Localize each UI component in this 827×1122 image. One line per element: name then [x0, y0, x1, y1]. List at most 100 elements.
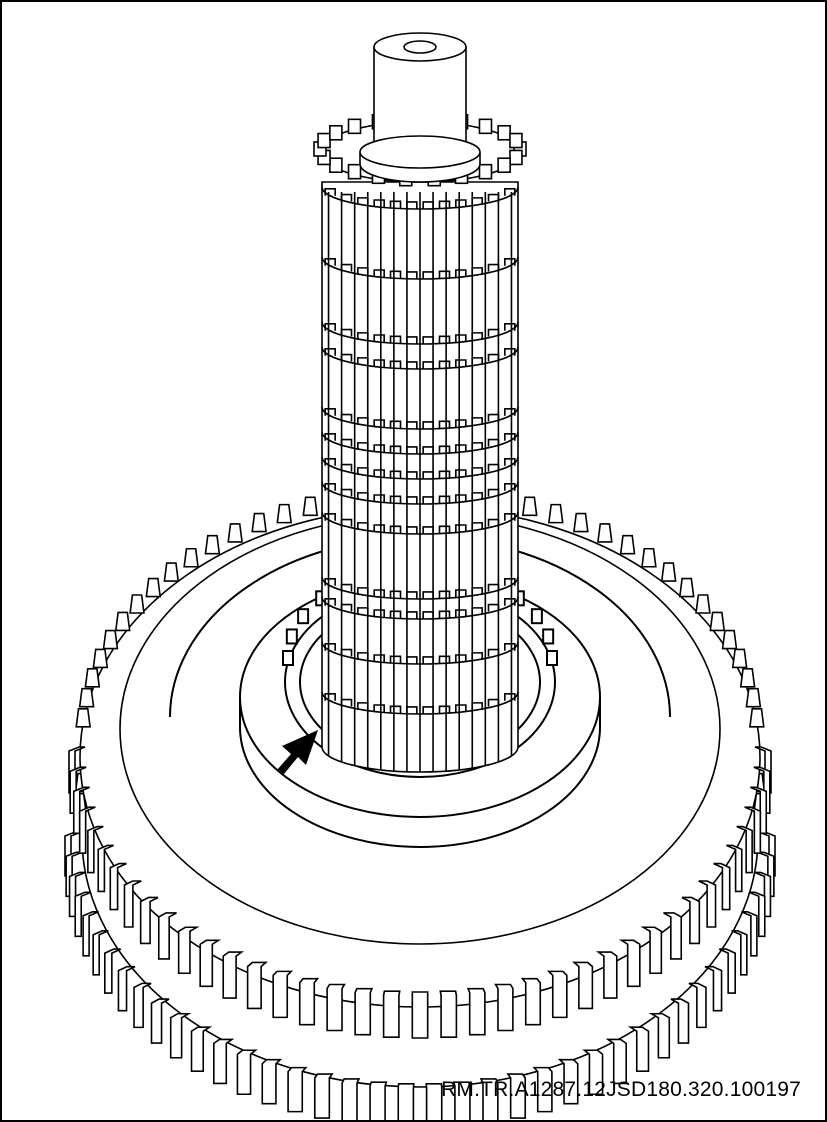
shaft-spline-notch	[406, 706, 418, 714]
gear-tooth	[341, 1078, 361, 1120]
shaft-spline-notch	[389, 445, 402, 454]
shaft-spline-notch	[422, 471, 434, 479]
shaft-spline-notch	[455, 704, 467, 712]
shaft-spline-notch	[324, 482, 336, 491]
shaft-spline-notch	[422, 611, 434, 619]
shaft-spline-notch	[471, 492, 483, 500]
gear-tooth	[397, 1082, 415, 1120]
shaft-spline-notch	[504, 642, 516, 651]
gear-tooth	[754, 871, 772, 918]
gear-tooth	[261, 1058, 283, 1105]
gear-tooth	[157, 912, 177, 960]
shaft-spline-notch	[471, 417, 483, 425]
shaft-spline-notch	[471, 467, 483, 475]
shaft-spline-notch	[373, 589, 385, 597]
gear-tooth	[681, 896, 701, 945]
shaft-spline-notch	[471, 442, 483, 450]
shaft-spline-band	[321, 321, 519, 345]
shaft-spline-notch	[324, 187, 336, 196]
shaft-spline-notch	[340, 353, 353, 362]
shaft-spline-notch	[373, 419, 385, 427]
gear-tooth	[287, 1066, 308, 1113]
shaft-spline-notch	[340, 263, 353, 272]
shaft-spline-notch	[389, 610, 402, 619]
shaft-spline-notch	[357, 607, 369, 615]
gear-tooth	[605, 1038, 627, 1085]
shaft-spline-notch	[406, 201, 418, 209]
shaft-spline-notch	[406, 361, 418, 369]
hub-spline-tooth	[542, 628, 555, 645]
gear-tooth	[678, 577, 695, 598]
arrow-pointer-icon	[277, 730, 318, 774]
gear-tooth	[494, 983, 514, 1032]
gear-tooth	[199, 939, 222, 988]
shaft-spline-notch	[438, 590, 451, 599]
top-gear-tooth	[478, 163, 493, 180]
shaft-spline-notch	[504, 322, 516, 331]
shaft-spline-notch	[455, 359, 467, 367]
gear-tooth	[425, 1082, 443, 1120]
shaft-spline-notch	[471, 607, 483, 615]
shaft-spline-notch	[324, 512, 336, 521]
shaft-spline-notch	[455, 654, 467, 662]
gear-tooth	[713, 862, 731, 911]
shaft-spline-notch	[373, 609, 385, 617]
shaft-spline-notch	[422, 496, 434, 504]
shaft-spline-notch	[438, 470, 451, 479]
shaft-spline-notch	[438, 360, 451, 369]
gear-tooth	[227, 523, 243, 543]
gear-tooth	[169, 1012, 192, 1059]
shaft-spline-notch	[422, 526, 434, 534]
gear-tooth	[84, 668, 101, 688]
shaft-spline-notch	[406, 421, 418, 429]
shaft-spline-notch	[504, 692, 516, 701]
shaft-spline-notch	[438, 655, 451, 664]
shaft-spline-notch	[487, 353, 500, 362]
gear-tooth	[92, 648, 109, 669]
shaft-spline-band	[321, 256, 519, 280]
gear-tooth	[251, 512, 267, 533]
gear-tooth	[177, 926, 200, 975]
shaft-spline-notch	[357, 267, 369, 275]
gear-tooth	[114, 611, 131, 632]
shaft-spline-notch	[389, 270, 402, 279]
shaft-spline-notch	[487, 698, 500, 707]
shaft-spline-notch	[340, 413, 353, 422]
hub-spline-tooth	[530, 608, 543, 625]
shaft-spline-notch	[504, 347, 516, 356]
gear-tooth	[618, 939, 641, 988]
shaft-spline-notch	[389, 360, 402, 369]
shaft-spline-notch	[389, 470, 402, 479]
shaft-spline-notch	[471, 357, 483, 365]
shaft-spline-band	[321, 641, 519, 665]
gear-tooth	[597, 523, 613, 543]
gear-tooth	[272, 970, 294, 1019]
shaft-spline-band	[321, 186, 519, 210]
shaft-spline-notch	[504, 597, 516, 606]
gear-tooth	[640, 926, 663, 975]
shaft-spline-notch	[471, 587, 483, 595]
shaft-spline-notch	[455, 609, 467, 617]
shaft-spline-notch	[504, 187, 516, 196]
gear-tooth	[466, 987, 486, 1036]
gear-tooth	[129, 594, 145, 614]
shaft-spline-band	[321, 431, 519, 455]
gear-tooth	[670, 998, 690, 1044]
gear-tooth	[183, 547, 199, 568]
gear-tooth	[619, 534, 636, 555]
gear-tooth	[739, 668, 756, 688]
top-gear-tooth	[497, 157, 511, 174]
gear-tooth	[641, 547, 657, 568]
reference-code: RM.TR.A1287.12JSD180.320.100197	[441, 1078, 801, 1101]
gear-tooth	[695, 594, 711, 614]
shaft-spline-notch	[357, 492, 369, 500]
gear-tooth	[688, 982, 707, 1029]
shaft-spline-notch	[406, 526, 418, 534]
gear-tooth	[709, 611, 726, 632]
shaft-spline-notch	[455, 524, 467, 532]
shaft-spline-notch	[406, 591, 418, 599]
shaft-bore	[403, 40, 437, 54]
shaft-spline-notch	[357, 467, 369, 475]
gear-tooth	[354, 987, 374, 1036]
